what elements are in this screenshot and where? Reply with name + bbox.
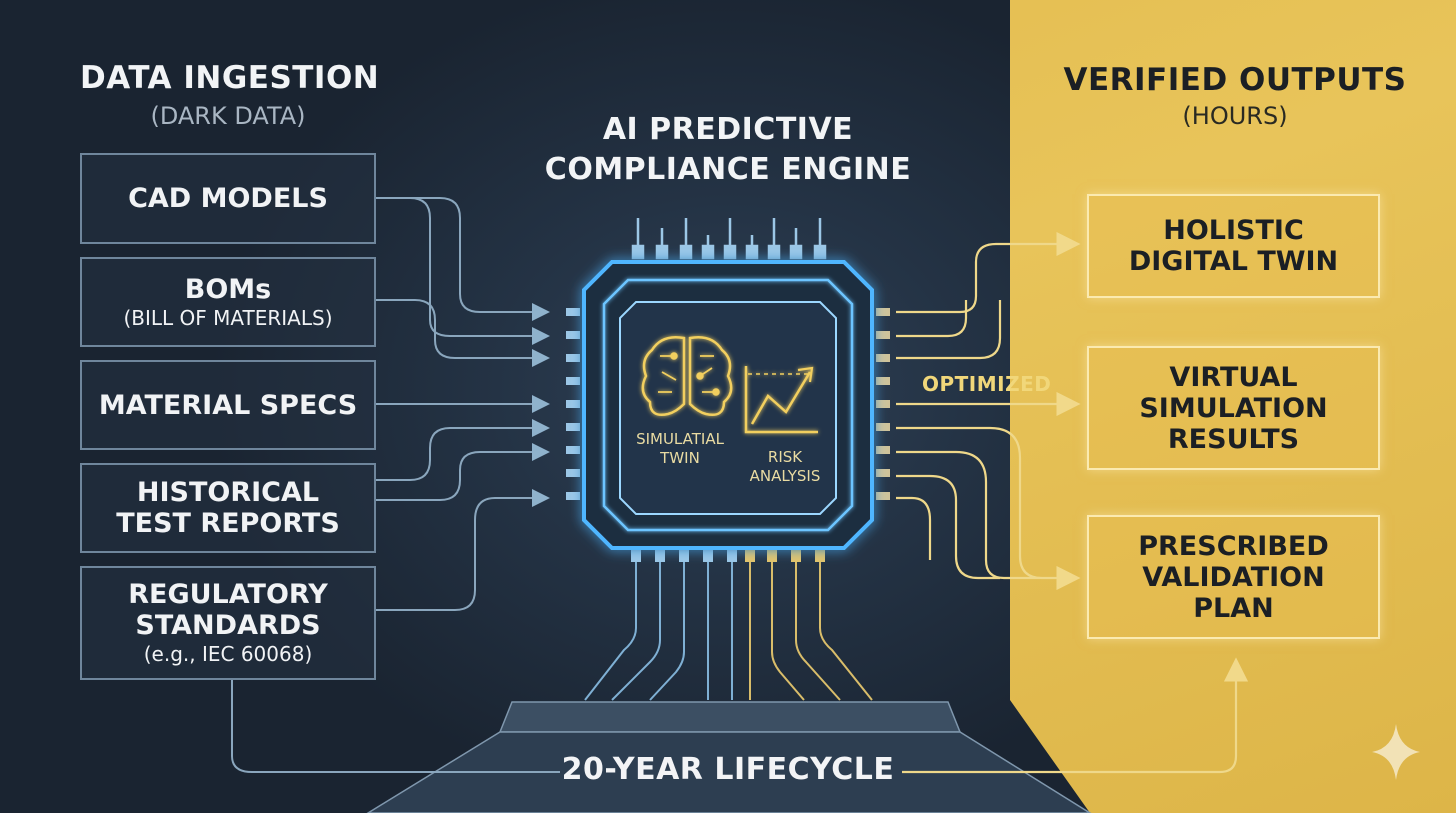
output-title: HOLISTIC DIGITAL TWIN [1129, 215, 1338, 277]
connector-twin-3 [896, 300, 1000, 358]
ai-chip [584, 262, 872, 548]
bottom-pins [631, 548, 825, 562]
engine-title: AI PREDICTIVE COMPLIANCE ENGINE [520, 110, 936, 190]
outputs-title: VERIFIED OUTPUTS [1060, 62, 1410, 98]
input-title: BOMs [185, 274, 271, 305]
input-subtitle: (e.g., IEC 60068) [144, 641, 313, 667]
ingestion-title: DATA INGESTION [80, 60, 376, 96]
output-connectors [896, 244, 1236, 772]
risk-analysis-label: RISK ANALYSIS [738, 448, 832, 486]
input-title: REGULATORY STANDARDS [128, 579, 328, 641]
right-pins [876, 308, 890, 500]
engine-title-line1: AI PREDICTIVE [520, 110, 936, 150]
input-historical-reports: HISTORICAL TEST REPORTS [80, 463, 376, 553]
connector-validation-3 [896, 476, 1000, 578]
output-title: PRESCRIBED VALIDATION PLAN [1138, 531, 1329, 624]
outputs-subtitle: (HOURS) [1060, 102, 1410, 130]
connector-validation-4 [896, 498, 930, 560]
connector-regulatory [376, 498, 546, 610]
connector-to-digital-twin [896, 244, 1074, 312]
input-subtitle: (BILL OF MATERIALS) [123, 305, 332, 331]
output-title: VIRTUAL SIMULATION RESULTS [1139, 362, 1327, 455]
optimized-label: OPTIMIZED [922, 372, 1051, 396]
input-title: MATERIAL SPECS [99, 390, 357, 421]
connector-twin-2 [896, 300, 966, 336]
engine-title-line2: COMPLIANCE ENGINE [520, 150, 936, 190]
connector-cad [376, 198, 546, 312]
input-title: CAD MODELS [128, 183, 328, 214]
left-pins [566, 308, 580, 500]
input-material-specs: MATERIAL SPECS [80, 360, 376, 450]
input-boms: BOMs (BILL OF MATERIALS) [80, 257, 376, 347]
connector-reports-2 [376, 452, 546, 500]
top-pins [633, 218, 825, 258]
input-title: HISTORICAL TEST REPORTS [116, 477, 340, 539]
ingestion-subtitle: (DARK DATA) [80, 102, 376, 130]
connector-bom [376, 300, 546, 358]
bottom-traces [585, 560, 872, 700]
input-cad-models: CAD MODELS [80, 153, 376, 244]
input-regulatory-standards: REGULATORY STANDARDS (e.g., IEC 60068) [80, 566, 376, 680]
simulatial-twin-label: SIMULATIAL TWIN [624, 430, 736, 468]
output-digital-twin: HOLISTIC DIGITAL TWIN [1087, 194, 1380, 298]
connector-validation-2 [896, 452, 1040, 578]
output-validation-plan: PRESCRIBED VALIDATION PLAN [1087, 515, 1380, 639]
lifecycle-label: 20-YEAR LIFECYCLE [540, 752, 916, 787]
output-simulation-results: VIRTUAL SIMULATION RESULTS [1087, 346, 1380, 470]
sparkle-icon [1370, 722, 1422, 782]
